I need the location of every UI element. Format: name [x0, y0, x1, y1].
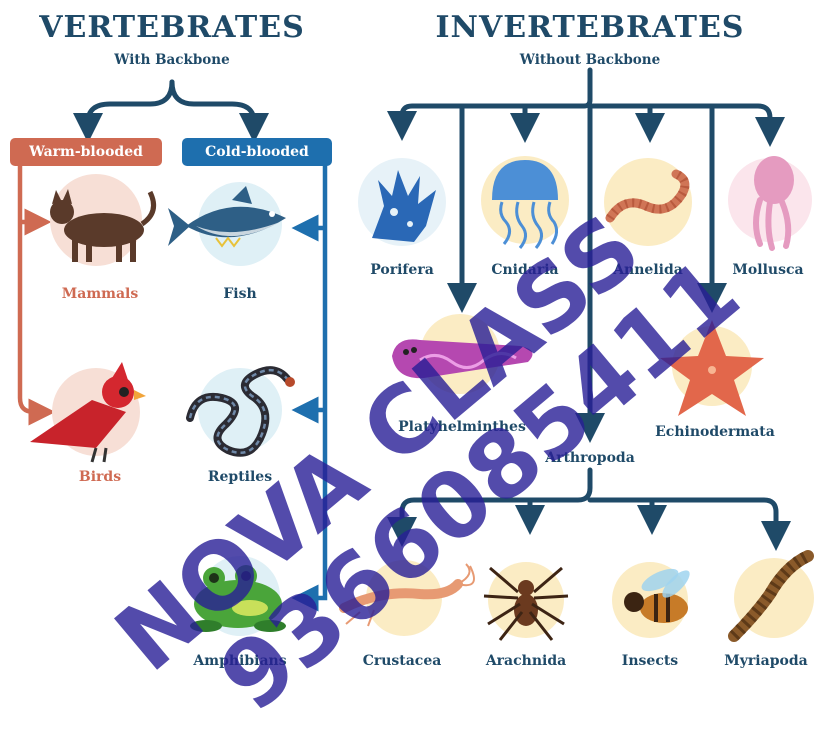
mammals-label: Mammals: [50, 286, 150, 302]
fish-illustration: [168, 182, 286, 266]
warm-blooded-box: Warm-blooded: [10, 138, 162, 166]
porifera-label: Porifera: [352, 262, 452, 278]
octopus-illustration: [728, 156, 812, 248]
fish-label: Fish: [200, 286, 280, 302]
spider-illustration: [484, 562, 568, 640]
classification-diagram: VERTEBRATES With Backbone INVERTEBRATES …: [0, 0, 818, 673]
bird-illustration: [30, 362, 146, 462]
bee-illustration: [612, 562, 694, 638]
millipede-illustration: [734, 556, 814, 638]
birds-label: Birds: [50, 469, 150, 485]
invertebrates-title: INVERTEBRATES: [432, 10, 748, 45]
arachnida-label: Arachnida: [476, 653, 576, 669]
crustacea-label: Crustacea: [352, 653, 452, 669]
myriapoda-label: Myriapoda: [716, 653, 816, 669]
invertebrates-subtitle: Without Backbone: [432, 52, 748, 68]
warm-connectors: [20, 160, 42, 412]
vertebrates-brace: [88, 82, 254, 128]
cat-illustration: [50, 174, 154, 266]
cold-blooded-box: Cold-blooded: [182, 138, 332, 166]
snake-illustration: [190, 368, 295, 453]
vertebrates-title: VERTEBRATES: [22, 10, 322, 45]
vertebrates-subtitle: With Backbone: [22, 52, 322, 68]
insects-label: Insects: [600, 653, 700, 669]
mollusca-label: Mollusca: [718, 262, 818, 278]
sponge-illustration: [358, 158, 446, 246]
echinodermata-label: Echinodermata: [640, 424, 790, 440]
